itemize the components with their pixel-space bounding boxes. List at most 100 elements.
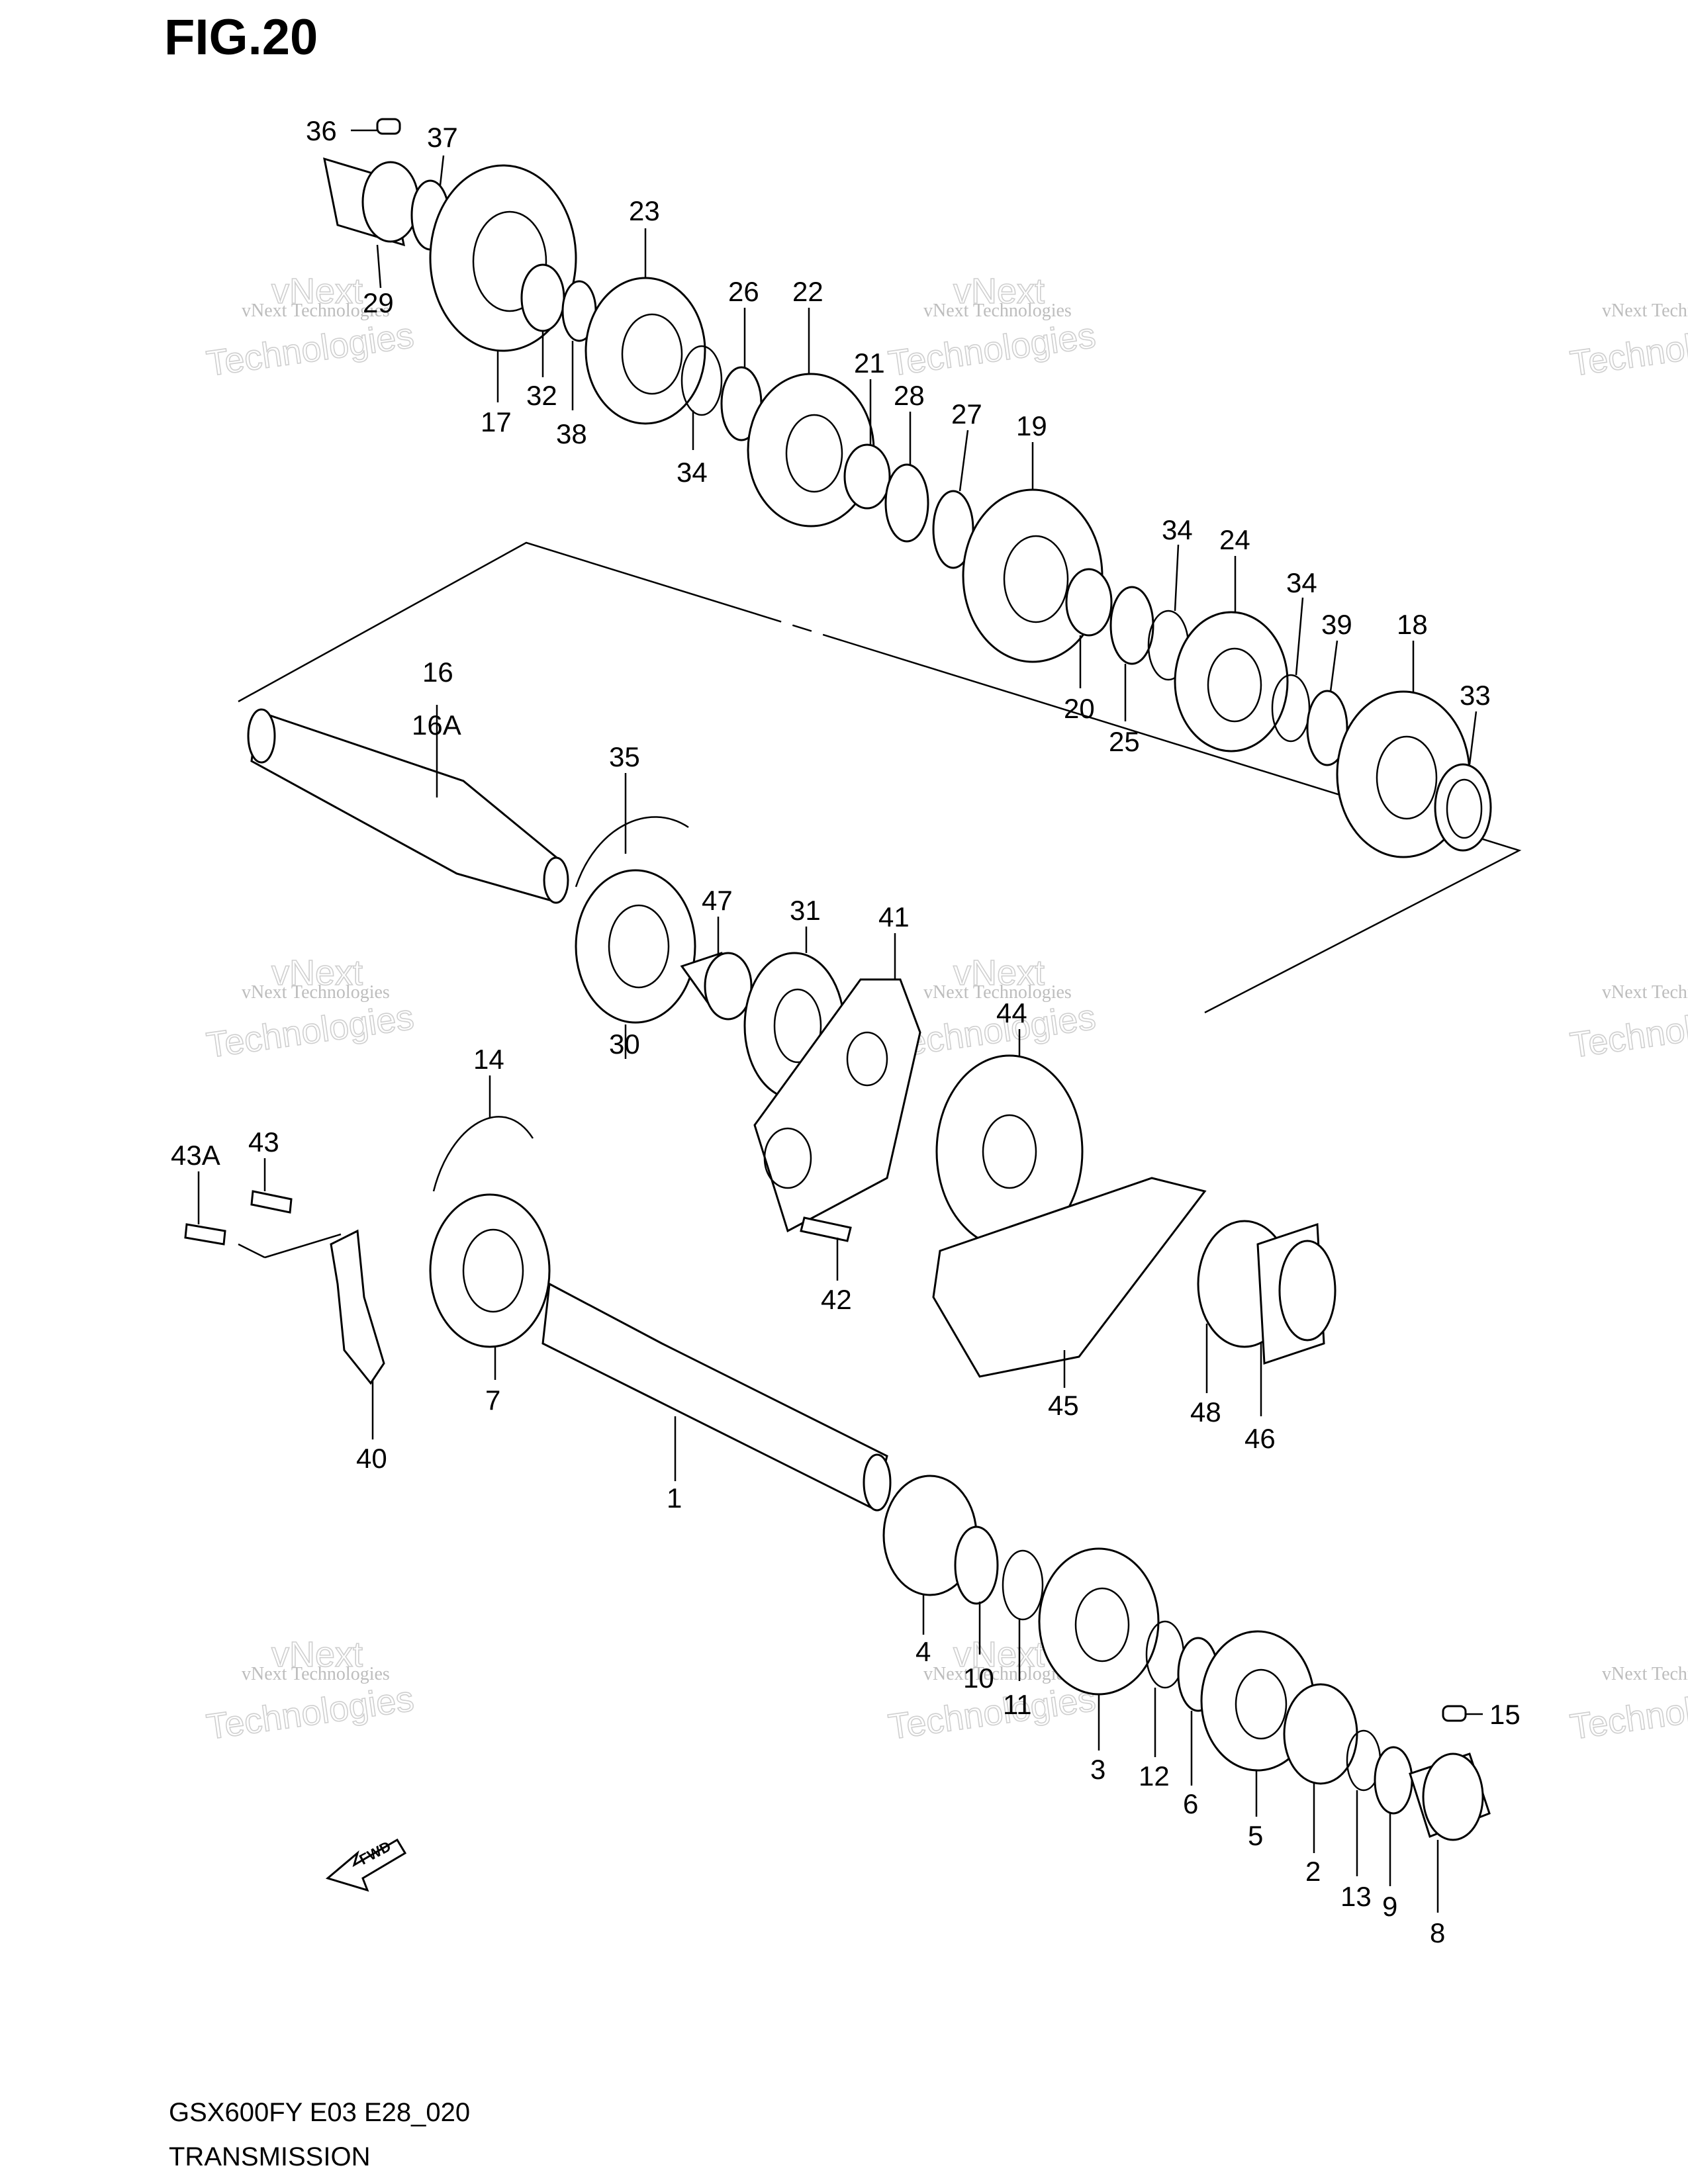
callout-32: 32 <box>526 380 557 411</box>
watermark-text: Technologies <box>1568 997 1688 1066</box>
circlip-part <box>1002 1549 1044 1621</box>
gear-hub <box>472 210 547 312</box>
watermark-text: vNext <box>271 953 363 993</box>
gear-hub <box>1235 1668 1288 1740</box>
callout-46: 46 <box>1244 1423 1276 1454</box>
callout-37: 37 <box>427 122 458 153</box>
callout-4: 4 <box>915 1636 931 1667</box>
washer-part <box>1306 690 1348 766</box>
callout-40: 40 <box>356 1443 387 1474</box>
gear-hub <box>1376 735 1438 820</box>
callout-8: 8 <box>1430 1917 1445 1948</box>
shaft-end <box>247 708 276 764</box>
fwd-arrow-icon: FWD <box>325 1838 407 1892</box>
leader-lines <box>197 129 1483 1913</box>
watermark-text: vNext Technologies <box>242 300 390 321</box>
callout-7: 7 <box>485 1385 500 1416</box>
watermark-text: Technologies <box>1568 316 1688 384</box>
ring-part <box>432 1116 534 1192</box>
gear-hub <box>785 414 843 493</box>
watermark-text: Technologies <box>1568 1679 1688 1747</box>
callout-24: 24 <box>1219 524 1250 555</box>
bush-end <box>1422 1752 1484 1841</box>
callout-27: 27 <box>951 398 982 430</box>
bearing-race <box>462 1228 524 1313</box>
figure-title: FIG.20 <box>164 9 318 66</box>
gear-hub <box>621 313 683 395</box>
gear-part <box>1283 1683 1358 1785</box>
callout-13: 13 <box>1340 1881 1372 1912</box>
bearing-part <box>520 263 565 332</box>
callout-18: 18 <box>1397 609 1428 640</box>
callout-39: 39 <box>1321 609 1352 640</box>
callout-38: 38 <box>556 418 587 449</box>
watermark-text: vNext Technologies <box>1602 300 1688 321</box>
bearing-part <box>429 1193 551 1348</box>
callout-35: 35 <box>609 741 640 772</box>
sprocket-hub <box>982 1114 1037 1189</box>
callout-17: 17 <box>481 406 512 437</box>
callout-9: 9 <box>1382 1891 1397 1922</box>
callout-14: 14 <box>473 1044 504 1075</box>
circlip-part <box>680 345 723 416</box>
watermark-text: vNext <box>271 271 363 311</box>
bearing-part <box>575 869 696 1024</box>
callout-44: 44 <box>996 997 1027 1028</box>
gear-hub <box>1074 1587 1130 1662</box>
upper-gear-train <box>323 118 1492 858</box>
shaft-part <box>541 1282 888 1511</box>
nut-face <box>1278 1240 1336 1342</box>
callout-16a: 16A <box>412 709 461 741</box>
bush-end <box>361 161 420 243</box>
callout-34-c: 34 <box>1286 567 1317 598</box>
callout-41: 41 <box>878 901 910 933</box>
bolt-part <box>250 1190 293 1214</box>
bearing-race <box>1446 778 1483 839</box>
callout-11: 11 <box>1003 1689 1032 1720</box>
callout-43: 43 <box>248 1126 279 1158</box>
drive-shaft-group <box>247 708 1336 1378</box>
callout-6: 6 <box>1183 1788 1198 1819</box>
callout-42: 42 <box>821 1284 852 1315</box>
callout-30: 30 <box>609 1028 640 1060</box>
watermark-text: Technologies <box>204 316 416 384</box>
lower-gear-train <box>184 1116 1491 1841</box>
callout-12: 12 <box>1139 1760 1170 1792</box>
collar-end <box>704 952 753 1021</box>
gear-part <box>1038 1547 1160 1696</box>
callout-36: 36 <box>306 115 337 146</box>
watermark-text: vNext Technologies <box>242 1664 390 1684</box>
watermark-text: vNext Technologies <box>923 300 1072 321</box>
callout-28: 28 <box>894 380 925 411</box>
callout-29: 29 <box>363 287 394 318</box>
pin-part <box>1442 1705 1467 1722</box>
section-title: TRANSMISSION <box>169 2142 370 2171</box>
washer-part <box>884 463 929 543</box>
callout-31: 31 <box>790 895 821 926</box>
callout-19: 19 <box>1016 410 1047 441</box>
callout-48: 48 <box>1190 1396 1221 1428</box>
callout-45: 45 <box>1048 1390 1079 1421</box>
watermark-text: vNext <box>953 271 1045 311</box>
callout-10: 10 <box>963 1662 994 1694</box>
gear-hub <box>1003 535 1069 623</box>
plate-hole <box>846 1031 888 1087</box>
bushing-part <box>843 443 891 510</box>
callout-20: 20 <box>1064 693 1095 724</box>
watermark-text: Technologies <box>204 997 416 1066</box>
washer-part <box>954 1525 999 1605</box>
bolt-part <box>184 1223 226 1246</box>
watermark-text: vNext Technologies <box>1602 1664 1688 1684</box>
watermark-text: vNext Technologies <box>923 1664 1072 1684</box>
plate-hole <box>763 1127 812 1189</box>
callout-43a: 43A <box>171 1140 220 1171</box>
chain-part <box>932 1177 1207 1378</box>
callout-33: 33 <box>1460 680 1491 711</box>
callout-3: 3 <box>1090 1754 1105 1785</box>
bolt-part <box>800 1216 852 1242</box>
shaft-end <box>863 1453 892 1512</box>
callout-22: 22 <box>792 276 823 307</box>
bracket-part <box>330 1229 385 1385</box>
watermark-text: vNext Technologies <box>242 982 390 1003</box>
plate-part <box>753 978 921 1233</box>
